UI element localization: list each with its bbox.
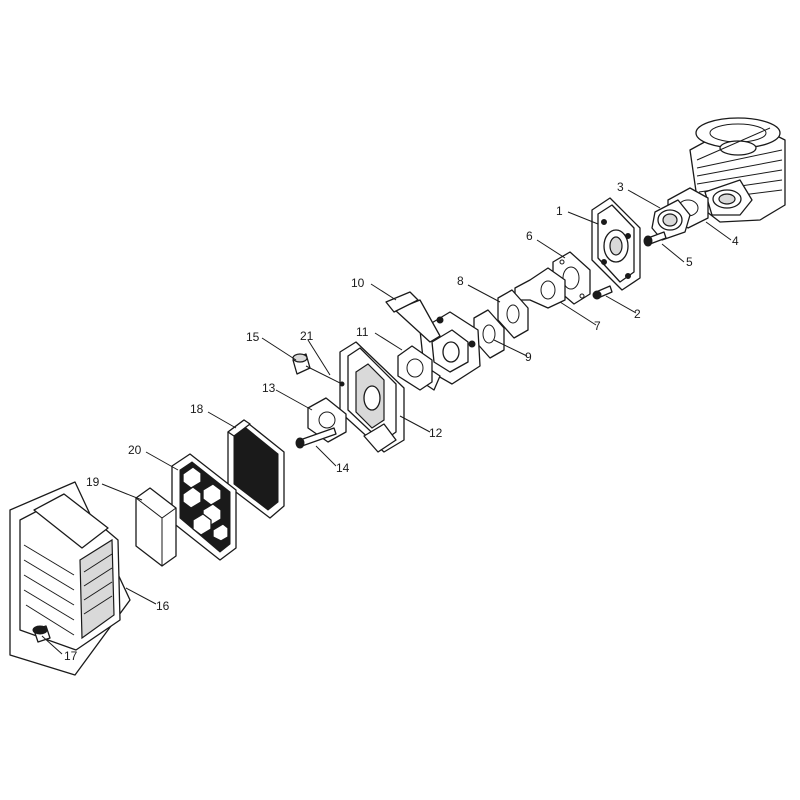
- part-8-gasket: [497, 289, 529, 339]
- part-1-base-plate: [591, 197, 641, 291]
- part-5-screw: [643, 231, 667, 247]
- part-21-rod: [305, 365, 345, 387]
- callout-18: 18: [190, 402, 204, 416]
- part-18-pleated-filter: [227, 419, 285, 519]
- callout-9: 9: [525, 350, 532, 364]
- callout-3: 3: [617, 180, 624, 194]
- part-15-fitting: [292, 353, 311, 375]
- callout-4: 4: [732, 234, 739, 248]
- callout-17: 17: [64, 649, 78, 663]
- part-10-carburetor: [385, 291, 481, 391]
- callout-13: 13: [262, 381, 276, 395]
- part-11-gasket: [397, 345, 433, 391]
- callout-21: 21: [300, 329, 314, 343]
- callout-16: 16: [156, 599, 170, 613]
- callout-8: 8: [457, 274, 464, 288]
- part-16-cover: [9, 481, 131, 676]
- part-12-air-cleaner-case: [339, 341, 405, 453]
- callout-2: 2: [634, 307, 641, 321]
- callout-7: 7: [594, 319, 601, 333]
- part-17-knob: [32, 625, 51, 643]
- callout-11: 11: [356, 325, 369, 339]
- callout-10: 10: [351, 276, 365, 290]
- part-20-foam-filter: [171, 453, 237, 561]
- callout-6: 6: [526, 229, 533, 243]
- callout-1: 1: [556, 204, 563, 218]
- callout-19: 19: [86, 475, 100, 489]
- part-19-sponge: [135, 487, 177, 567]
- callout-14: 14: [336, 461, 350, 475]
- callout-15: 15: [246, 330, 260, 344]
- leader-lines: [41, 189, 732, 655]
- callout-labels: 1 2 3 4 5 6 7 8 9 10 11 12 13 14 15 16 1…: [64, 180, 739, 663]
- callout-12: 12: [429, 426, 443, 440]
- part-2-screw: [592, 285, 613, 300]
- callout-5: 5: [686, 255, 693, 269]
- part-14-bolt: [295, 427, 337, 449]
- part-3-intake-manifold: [651, 199, 691, 241]
- callout-20: 20: [128, 443, 142, 457]
- engine-cylinder: [689, 117, 786, 223]
- part-13-plate: [307, 397, 347, 443]
